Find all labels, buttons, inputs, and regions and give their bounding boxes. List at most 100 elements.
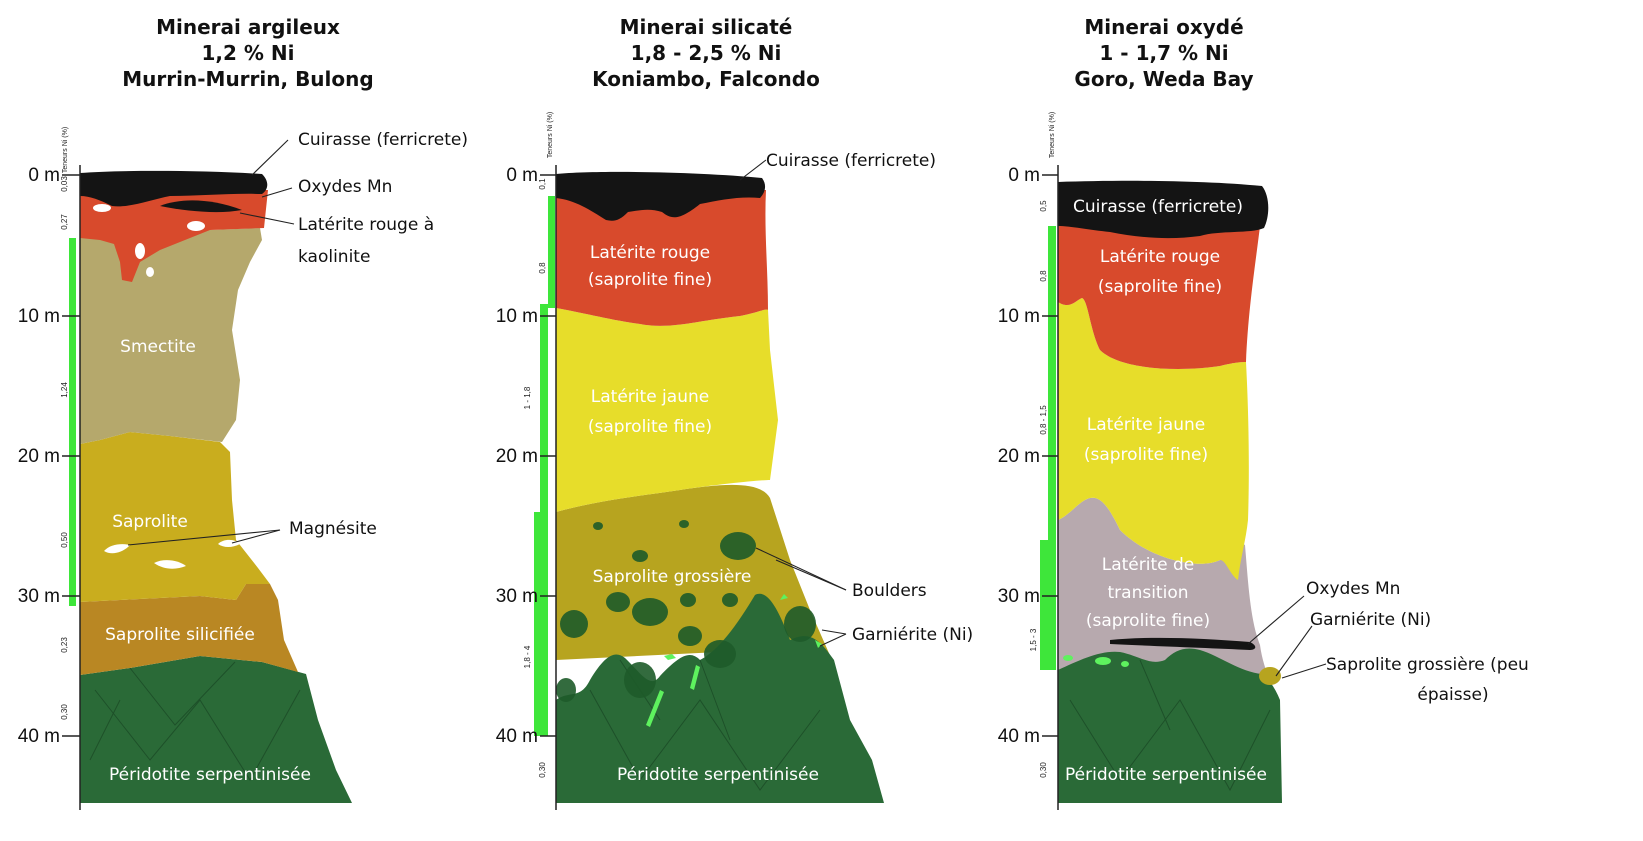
leader-garnierite: [1275, 625, 1313, 677]
depth-label-0: 0 m: [1008, 165, 1040, 186]
depth-label-10: 10 m: [496, 306, 538, 327]
profile-grade: 1 - 1,7 % Ni: [1099, 41, 1228, 65]
layer-laterite-jaune: [1058, 298, 1249, 580]
axis-name: Teneurs Ni (%): [547, 112, 554, 158]
grade-bar-laterite-jaune: [1048, 344, 1056, 540]
layer-laterite-rouge: [556, 190, 768, 326]
layer-label-laterite-jaune: Latérite jaune: [1087, 415, 1205, 435]
grade-value: 0,1: [538, 178, 547, 190]
leader-magnesite-1: [127, 529, 281, 546]
axis-name: Teneurs Ni (%): [1049, 112, 1056, 158]
layer-saprolite-silicifiee: [80, 584, 298, 675]
layer-smectite: [80, 228, 262, 444]
layer-label-laterite-rouge: Latérite rouge: [1100, 247, 1220, 267]
profile-title: Minerai silicaté: [620, 15, 793, 39]
profile-locations: Koniambo, Falcondo: [592, 67, 820, 91]
grade-bar-transition: [1040, 540, 1056, 670]
callout-garnierite: Garniérite (Ni): [1310, 610, 1431, 630]
layer-cuirasse: [80, 170, 268, 207]
layer-laterite-rouge: [80, 190, 268, 282]
boulders: [556, 520, 816, 702]
depth-label-20: 20 m: [998, 446, 1040, 467]
layer-label-saprolite-grossiere: Saprolite grossière: [593, 567, 752, 587]
depth-label-0: 0 m: [28, 165, 60, 186]
layer-peridotite: [80, 656, 352, 803]
profile-silicate: Minerai silicaté 1,8 - 2,5 % Ni Koniambo…: [496, 15, 973, 810]
layer-label-saprolite: Saprolite: [112, 512, 188, 532]
layer-label-transition-sub2: (saprolite fine): [1086, 611, 1210, 631]
grade-bar-laterite-rouge: [548, 196, 555, 308]
callout-magnesite: Magnésite: [289, 519, 377, 539]
depth-label-0: 0 m: [506, 165, 538, 186]
layer-label-peridotite: Péridotite serpentinisée: [1065, 765, 1267, 785]
profile-locations: Goro, Weda Bay: [1074, 67, 1253, 91]
callout-laterite-rouge: Latérite rouge à: [298, 215, 434, 235]
depth-label-30: 30 m: [496, 586, 538, 607]
layer-transition: [1058, 497, 1270, 682]
depth-label-20: 20 m: [496, 446, 538, 467]
callout-boulders: Boulders: [852, 581, 927, 601]
grade-value: 0,8: [538, 262, 547, 274]
grade-bar-saprolite: [534, 512, 548, 736]
layer-label-transition: Latérite de: [1102, 555, 1195, 575]
profile-argileux: Minerai argileux 1,2 % Ni Murrin-Murrin,…: [18, 15, 468, 810]
leader-oxydes-mn: [261, 187, 293, 198]
layer-saprolite: [80, 432, 270, 602]
layer-label-laterite-jaune: Latérite jaune: [591, 387, 709, 407]
profile-oxyde: Minerai oxydé 1 - 1,7 % Ni Goro, Weda Ba…: [998, 15, 1529, 810]
callout-garnierite: Garniérite (Ni): [852, 625, 973, 645]
layer-label-laterite-rouge-sub: (saprolite fine): [588, 270, 712, 290]
layer-label-laterite-jaune-sub: (saprolite fine): [1084, 445, 1208, 465]
layer-label-laterite-rouge-sub: (saprolite fine): [1098, 277, 1222, 297]
leader-magnesite-2: [231, 529, 281, 544]
layer-oxydes-mn: [160, 200, 242, 213]
grade-bar-smectite: [69, 238, 76, 446]
depth-label-10: 10 m: [18, 306, 60, 327]
leader-cuirasse: [251, 139, 289, 176]
magnesite-lenses: [104, 539, 240, 569]
kaolinite-pods: [93, 204, 205, 277]
grade-value: 1,5 - 3: [1029, 628, 1038, 651]
grade-value: 0,50: [60, 532, 69, 548]
leader-cuirasse: [739, 159, 767, 181]
grade-value: 0,27: [60, 214, 69, 230]
grade-value: 1,8 - 4: [523, 645, 532, 668]
grade-value: 0,30: [1039, 762, 1048, 778]
leader-saprolite-grossiere: [1281, 663, 1327, 679]
layer-label-smectite: Smectite: [120, 337, 196, 357]
grade-bar-saprolite: [69, 446, 76, 606]
layer-laterite-jaune: [556, 308, 778, 512]
grade-value: 0,03: [60, 176, 69, 192]
layer-label-saprolite-silicifiee: Saprolite silicifiée: [105, 625, 255, 645]
layer-label-peridotite: Péridotite serpentinisée: [617, 765, 819, 785]
profile-grade: 1,2 % Ni: [202, 41, 295, 65]
layer-label-transition-sub: transition: [1108, 583, 1189, 603]
leader-garnierite-1: [821, 629, 847, 635]
layer-peridotite: [556, 593, 884, 803]
profile-title: Minerai argileux: [156, 15, 340, 39]
leader-garnierite-2: [819, 633, 847, 647]
profile-locations: Murrin-Murrin, Bulong: [122, 67, 373, 91]
layer-oxydes-mn: [1110, 637, 1256, 650]
peridotite-fractures: [89, 661, 301, 781]
grade-bar-laterite-rouge: [1048, 226, 1056, 344]
callout-kaolinite: kaolinite: [298, 247, 370, 267]
profile-grade: 1,8 - 2,5 % Ni: [631, 41, 782, 65]
leader-oxydes-mn: [1247, 595, 1305, 645]
depth-label-40: 40 m: [18, 726, 60, 747]
profile-title: Minerai oxydé: [1084, 15, 1243, 39]
axis-name: Teneurs Ni (%): [62, 127, 69, 173]
saprolite-grossiere-lens: [1259, 667, 1281, 685]
callout-saprolite-grossiere-sub: épaisse): [1417, 685, 1488, 705]
layer-cuirasse: [1058, 180, 1269, 239]
layer-label-laterite-rouge: Latérite rouge: [590, 243, 710, 263]
depth-label-40: 40 m: [496, 726, 538, 747]
depth-label-40: 40 m: [998, 726, 1040, 747]
grade-value: 1,24: [60, 382, 69, 398]
layer-label-laterite-jaune-sub: (saprolite fine): [588, 417, 712, 437]
grade-bar-laterite-jaune: [540, 304, 548, 512]
callout-cuirasse: Cuirasse (ferricrete): [298, 130, 468, 150]
grade-value: 1 - 1,8: [523, 386, 532, 409]
grade-value: 0,30: [60, 704, 69, 720]
